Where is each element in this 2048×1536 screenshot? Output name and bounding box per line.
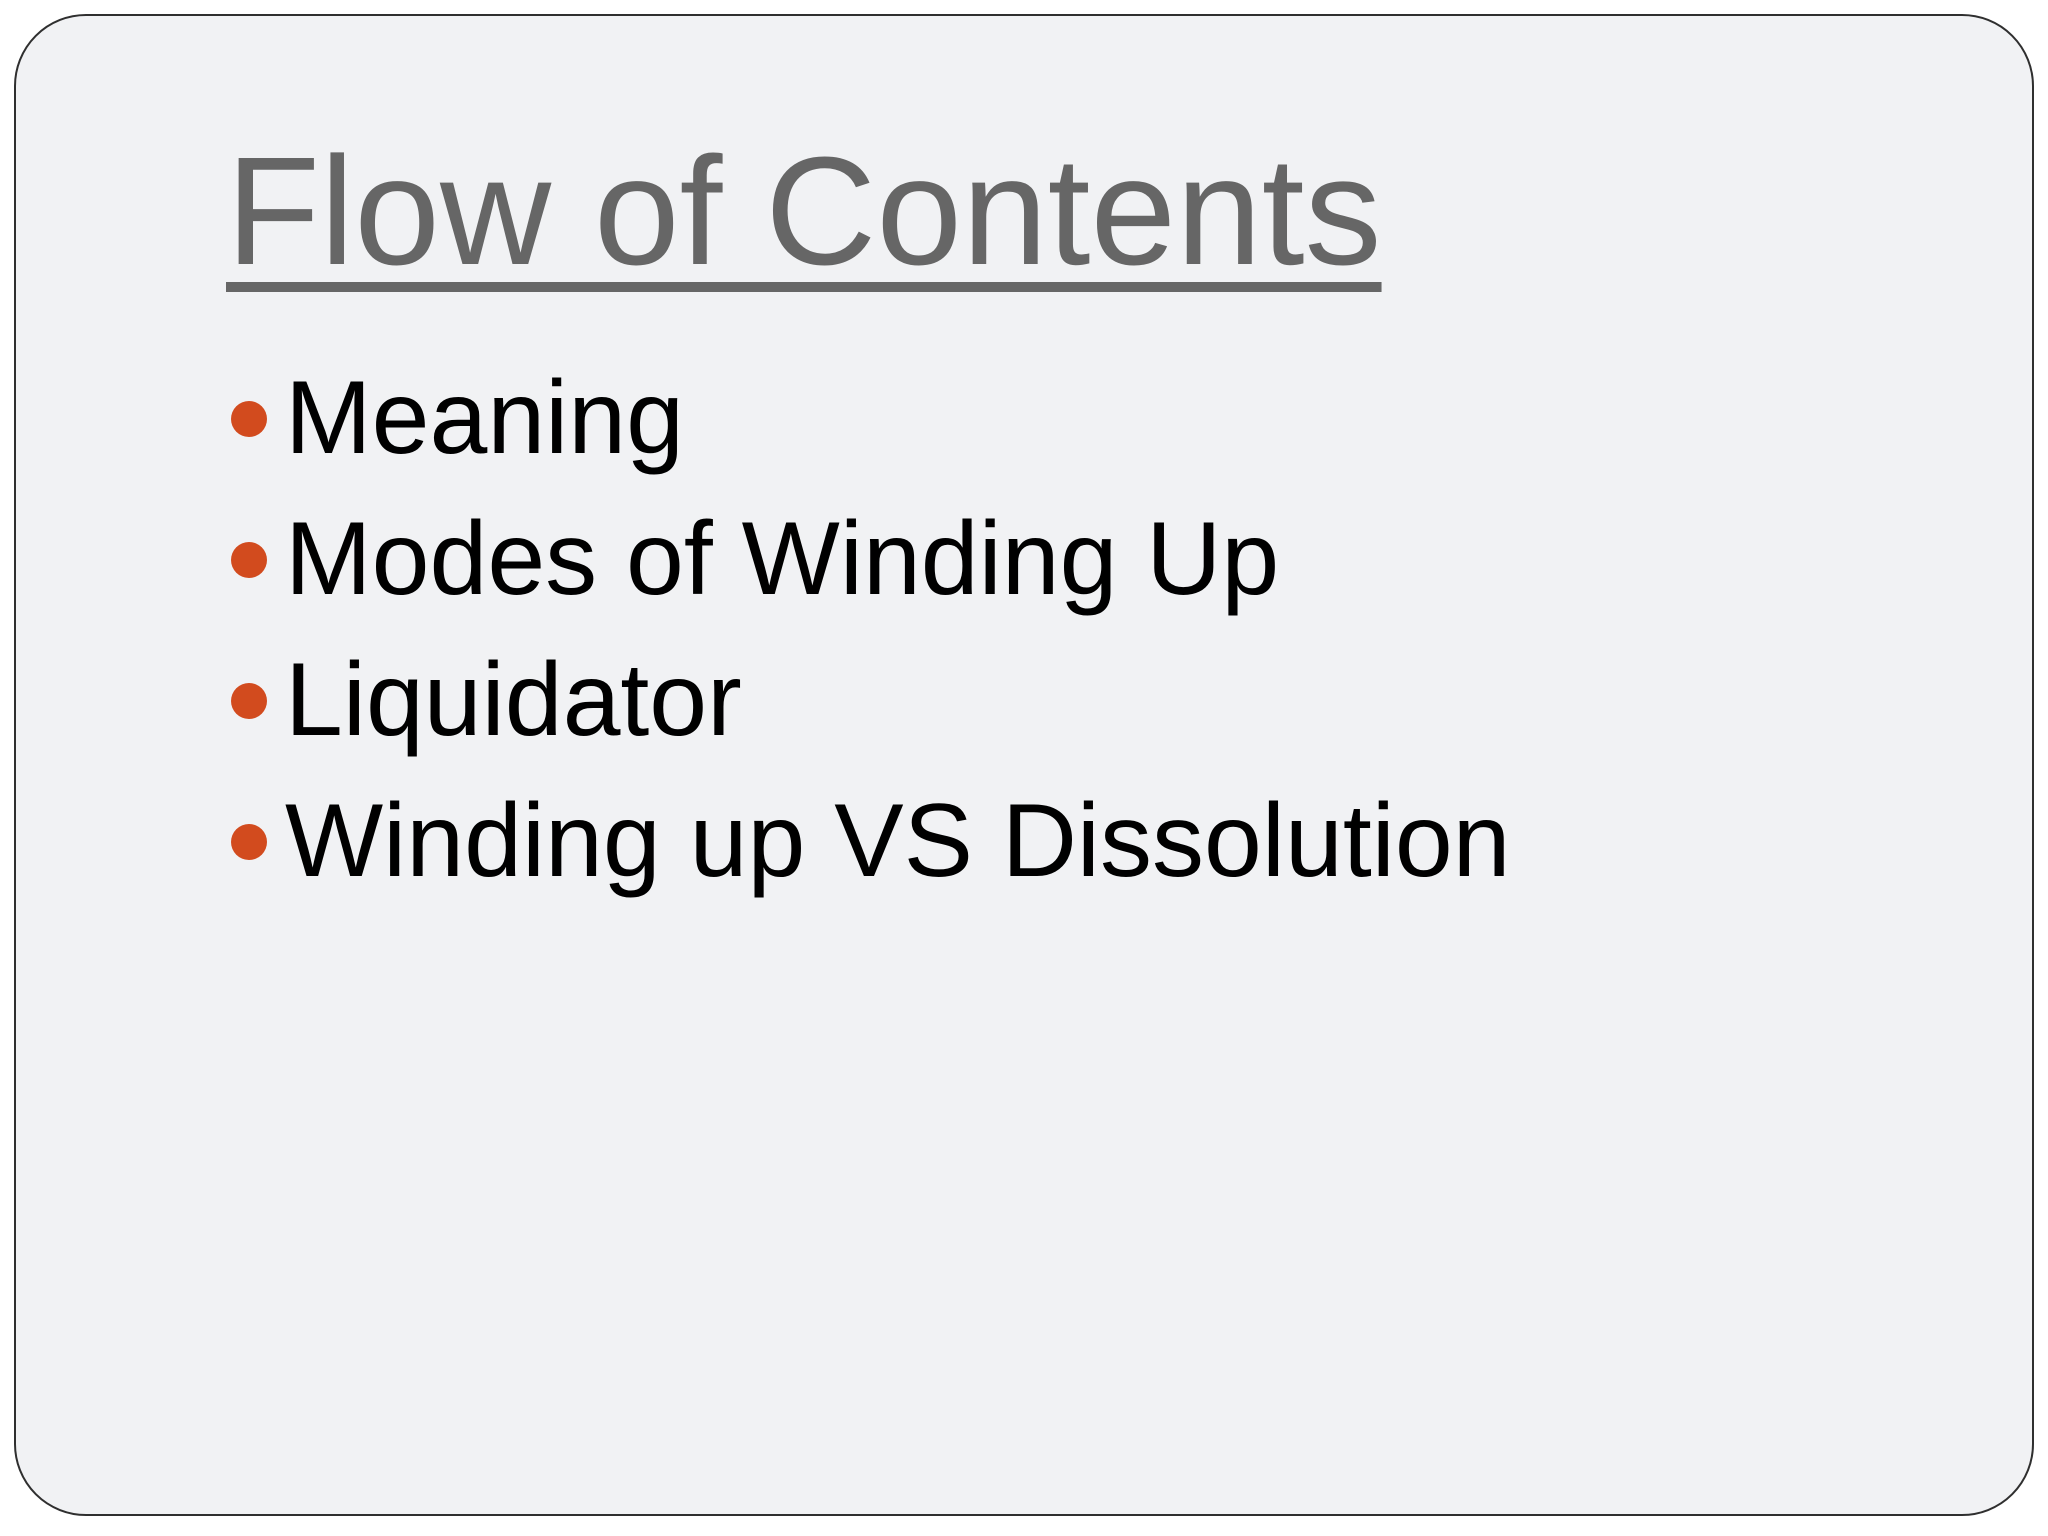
bullet-item: Winding up VS Dissolution	[231, 784, 1511, 925]
bullet-item: Liquidator	[231, 643, 1511, 784]
bullet-text: Liquidator	[285, 642, 742, 758]
bullet-list: Meaning Modes of Winding Up Liquidator W…	[231, 361, 1511, 925]
bullet-text: Meaning	[285, 360, 684, 476]
bullet-item: Meaning	[231, 361, 1511, 502]
slide-title: Flow of Contents	[226, 125, 1382, 297]
bullet-dot-icon	[231, 824, 267, 860]
bullet-dot-icon	[231, 683, 267, 719]
slide: Flow of Contents Meaning Modes of Windin…	[14, 14, 2034, 1516]
bullet-text: Modes of Winding Up	[285, 501, 1280, 617]
bullet-dot-icon	[231, 542, 267, 578]
bullet-dot-icon	[231, 401, 267, 437]
bullet-item: Modes of Winding Up	[231, 502, 1511, 643]
bullet-text: Winding up VS Dissolution	[285, 783, 1511, 899]
